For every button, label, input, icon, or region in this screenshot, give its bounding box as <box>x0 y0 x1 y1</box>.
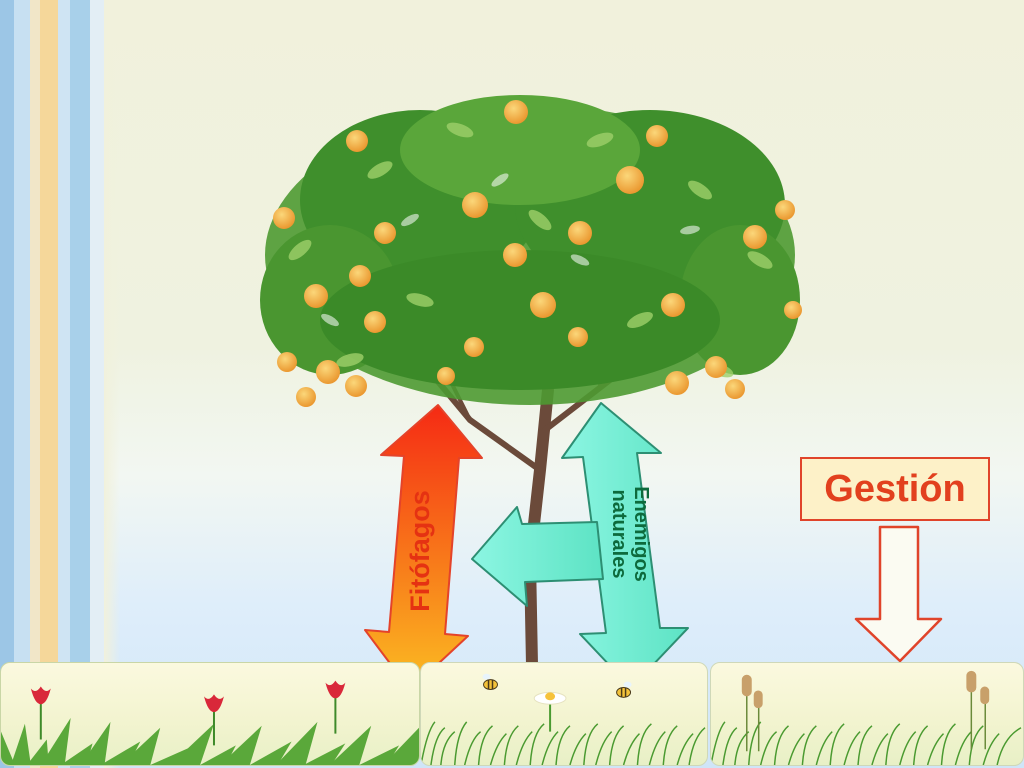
enemigos-label-line-2: naturales <box>608 489 630 579</box>
decorative-stripes <box>0 0 120 768</box>
panel-cattails <box>710 662 1024 766</box>
gestion-box: Gestión <box>800 457 990 521</box>
enemigos-naturales-label: Enemigos naturales <box>608 454 652 614</box>
enemigos-label-line-1: Enemigos <box>630 486 652 582</box>
grass-icon <box>1 717 419 765</box>
gestion-down-arrow <box>854 525 943 663</box>
panel-bees <box>420 662 708 766</box>
gestion-label: Gestión <box>824 467 966 510</box>
panel-flowers <box>0 662 420 766</box>
fitofagos-label: Fitófagos <box>405 490 435 612</box>
cattail-icon <box>741 670 990 752</box>
grass-icon <box>711 721 1022 765</box>
enemigos-left-arrow <box>471 506 604 607</box>
daisy-icon <box>533 691 567 732</box>
bee-icon <box>482 673 632 698</box>
tulip-icon <box>30 680 346 746</box>
orange-tree-icon <box>260 95 802 407</box>
grass-icon <box>421 721 706 765</box>
